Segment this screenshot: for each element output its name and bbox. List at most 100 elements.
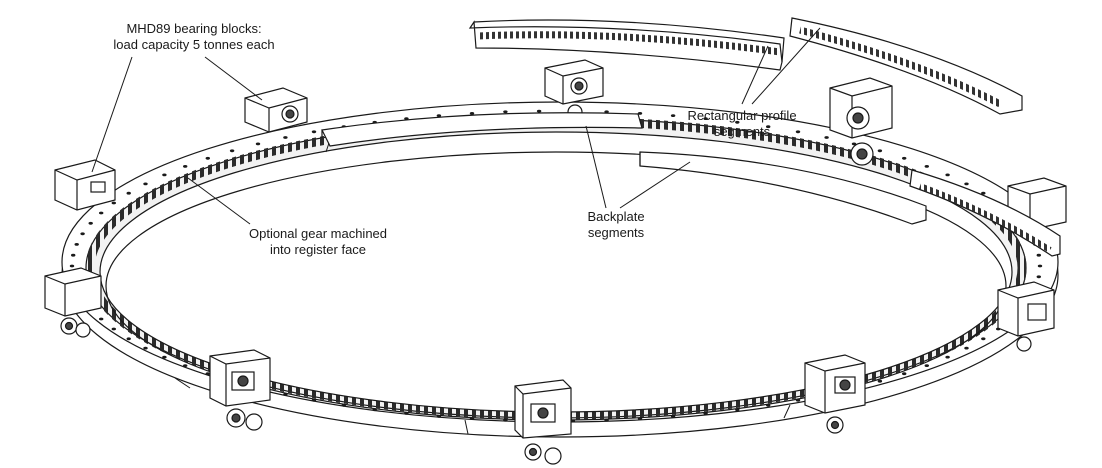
rectangular-segment bbox=[468, 19, 785, 71]
bolt-hole bbox=[637, 417, 643, 420]
bolt-hole bbox=[902, 372, 907, 376]
bolt-hole bbox=[283, 393, 288, 396]
bolt-hole bbox=[69, 264, 75, 268]
bolt-hole bbox=[469, 112, 475, 115]
main-ring bbox=[61, 101, 1059, 438]
bolt-hole bbox=[735, 408, 740, 412]
bolt-hole bbox=[111, 201, 117, 205]
bolt-hole bbox=[824, 136, 829, 139]
leader-backplate-1 bbox=[585, 125, 607, 209]
bolt-hole bbox=[311, 398, 317, 402]
bolt-hole bbox=[143, 346, 148, 350]
bolt-hole bbox=[80, 232, 85, 236]
bolt-hole bbox=[503, 110, 508, 114]
bolt-hole bbox=[945, 355, 950, 359]
segment-joints bbox=[174, 139, 986, 435]
bolt-hole bbox=[88, 221, 93, 225]
label-gear-line2: into register face bbox=[269, 242, 367, 257]
bolt-hole bbox=[766, 125, 771, 129]
bolt-hole bbox=[964, 182, 969, 186]
rectangular-profile-segments bbox=[468, 17, 1023, 166]
bearing-block bbox=[44, 267, 102, 338]
bolt-hole bbox=[469, 417, 475, 420]
bolt-hole bbox=[436, 114, 442, 117]
label-bearing-line2: load capacity 5 tonnes each bbox=[113, 37, 275, 52]
bearing-block bbox=[514, 379, 572, 465]
label-backplate-segments: Backplate segments bbox=[568, 209, 664, 241]
rectangular-segment bbox=[789, 17, 1023, 115]
bolt-hole bbox=[670, 415, 676, 418]
label-backplate-line2: segments bbox=[587, 225, 645, 240]
bolt-hole bbox=[981, 191, 986, 195]
bolt-hole bbox=[126, 337, 131, 341]
bolt-hole bbox=[766, 403, 771, 407]
bolt-hole bbox=[1036, 253, 1042, 257]
leader-lines bbox=[91, 27, 821, 225]
bolt-hole bbox=[311, 130, 317, 134]
exploded-bearing-block bbox=[829, 77, 893, 166]
bolt-hole bbox=[735, 120, 740, 124]
leader-bearing-to-left-block bbox=[91, 56, 133, 173]
leader-rect-2 bbox=[751, 27, 821, 105]
bolt-hole bbox=[183, 364, 188, 367]
bolt-hole bbox=[404, 412, 409, 415]
bolt-hole bbox=[229, 149, 235, 153]
bolt-hole bbox=[99, 211, 104, 215]
bearing-block bbox=[54, 159, 116, 211]
bearing-block bbox=[997, 281, 1055, 352]
bolt-hole bbox=[877, 379, 883, 383]
label-bearing-blocks: MHD89 bearing blocks: load capacity 5 to… bbox=[96, 21, 292, 53]
bolt-hole bbox=[924, 364, 929, 367]
backplate-segment bbox=[909, 169, 1061, 257]
bolt-hole bbox=[205, 372, 210, 376]
label-rect-line2: segments bbox=[713, 124, 771, 139]
bolt-hole bbox=[503, 418, 508, 422]
bolt-hole bbox=[851, 142, 857, 146]
bolt-hole bbox=[162, 173, 167, 177]
label-backplate-line1: Backplate bbox=[587, 209, 645, 224]
bolt-hole bbox=[670, 114, 676, 117]
bolt-hole bbox=[372, 408, 377, 412]
bolt-hole bbox=[981, 337, 986, 341]
bolt-hole bbox=[1036, 275, 1042, 279]
bolt-hole bbox=[703, 412, 708, 415]
bearing-block bbox=[544, 59, 604, 120]
bolt-hole bbox=[205, 156, 210, 160]
bolt-hole bbox=[604, 418, 609, 422]
bolt-hole bbox=[902, 156, 907, 160]
bolt-hole bbox=[637, 112, 643, 115]
bolt-hole bbox=[536, 109, 542, 113]
backplate-segment bbox=[321, 112, 643, 147]
bolt-hole bbox=[283, 136, 288, 139]
bolt-hole bbox=[126, 191, 131, 195]
label-rectangular-profile-segments: Rectangular profile segments bbox=[672, 108, 812, 140]
bolt-hole bbox=[71, 253, 76, 257]
label-gear-line1: Optional gear machined bbox=[248, 226, 388, 241]
bolt-hole bbox=[74, 243, 79, 246]
bolt-hole bbox=[436, 415, 442, 418]
bolt-hole bbox=[795, 398, 801, 402]
backplate-segment bbox=[639, 151, 927, 225]
bolt-hole bbox=[111, 327, 117, 331]
bolt-hole bbox=[255, 142, 261, 146]
bolt-hole bbox=[964, 346, 969, 350]
bolt-hole bbox=[99, 317, 104, 321]
bearing-blocks bbox=[44, 59, 1067, 465]
bearing-block bbox=[804, 354, 866, 434]
label-bearing-line1: MHD89 bearing blocks: bbox=[126, 21, 262, 36]
leader-bearing-to-top-block bbox=[204, 56, 263, 101]
label-rect-line1: Rectangular profile bbox=[687, 108, 797, 123]
leader-gear bbox=[187, 177, 251, 225]
bolt-hole bbox=[703, 117, 708, 120]
leader-rect-1 bbox=[741, 45, 769, 105]
bolt-hole bbox=[143, 182, 148, 186]
bolt-hole bbox=[924, 165, 929, 168]
bolt-hole bbox=[570, 419, 576, 423]
leader-backplate-2 bbox=[619, 161, 691, 209]
bolt-hole bbox=[341, 403, 346, 407]
bolt-hole bbox=[162, 355, 167, 359]
bolt-hole bbox=[1037, 264, 1043, 268]
bolt-hole bbox=[795, 130, 801, 134]
label-optional-gear: Optional gear machined into register fac… bbox=[238, 226, 398, 258]
